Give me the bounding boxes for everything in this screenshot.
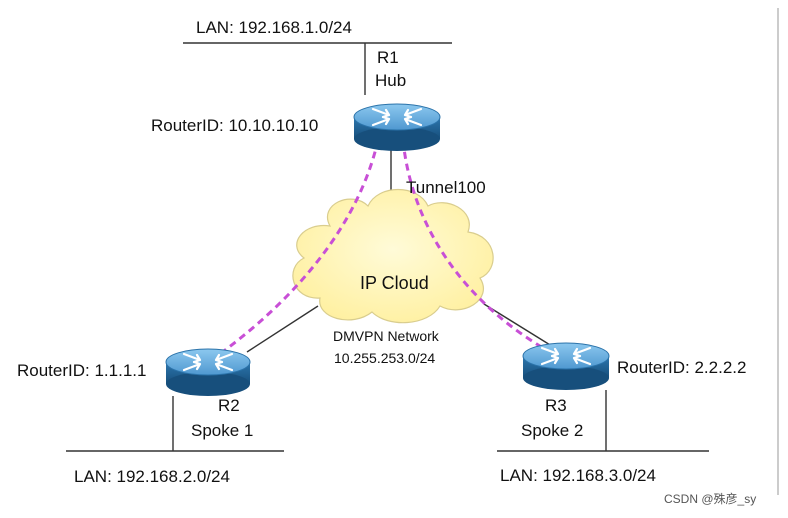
spoke2-lan-label: LAN: 192.168.3.0/24 <box>500 466 656 485</box>
tunnel-hub-spoke2 <box>401 139 591 374</box>
dmvpn-network-subnet: 10.255.253.0/24 <box>334 350 435 366</box>
watermark: CSDN @殊彦_sy <box>664 491 756 506</box>
hub-lan-label: LAN: 192.168.1.0/24 <box>196 18 352 37</box>
ip-cloud: IP Cloud <box>292 188 494 324</box>
spoke1-lan-label: LAN: 192.168.2.0/24 <box>74 467 230 486</box>
spoke1-name-label: R2 <box>218 396 240 415</box>
cloud-label: IP Cloud <box>360 273 429 293</box>
hub-router-id: RouterID: 10.10.10.10 <box>151 116 318 135</box>
router-r3-icon <box>522 342 610 390</box>
spoke2-role-label: Spoke 2 <box>521 421 583 440</box>
tunnel-hub-spoke1 <box>199 139 380 370</box>
spoke2-name-label: R3 <box>545 396 567 415</box>
tunnel-label: Tunnel100 <box>406 178 486 197</box>
router-r2-icon <box>165 348 251 396</box>
hub-role-label: Hub <box>375 71 406 90</box>
hub-name-label: R1 <box>377 48 399 67</box>
spoke1-router-id: RouterID: 1.1.1.1 <box>17 361 146 380</box>
dmvpn-network-name: DMVPN Network <box>333 328 440 344</box>
spoke1-cloud-link <box>246 305 319 353</box>
spoke2-router-id: RouterID: 2.2.2.2 <box>617 358 746 377</box>
router-r1-icon <box>353 103 441 151</box>
spoke2-cloud-link <box>483 303 556 349</box>
spoke1-role-label: Spoke 1 <box>191 421 253 440</box>
